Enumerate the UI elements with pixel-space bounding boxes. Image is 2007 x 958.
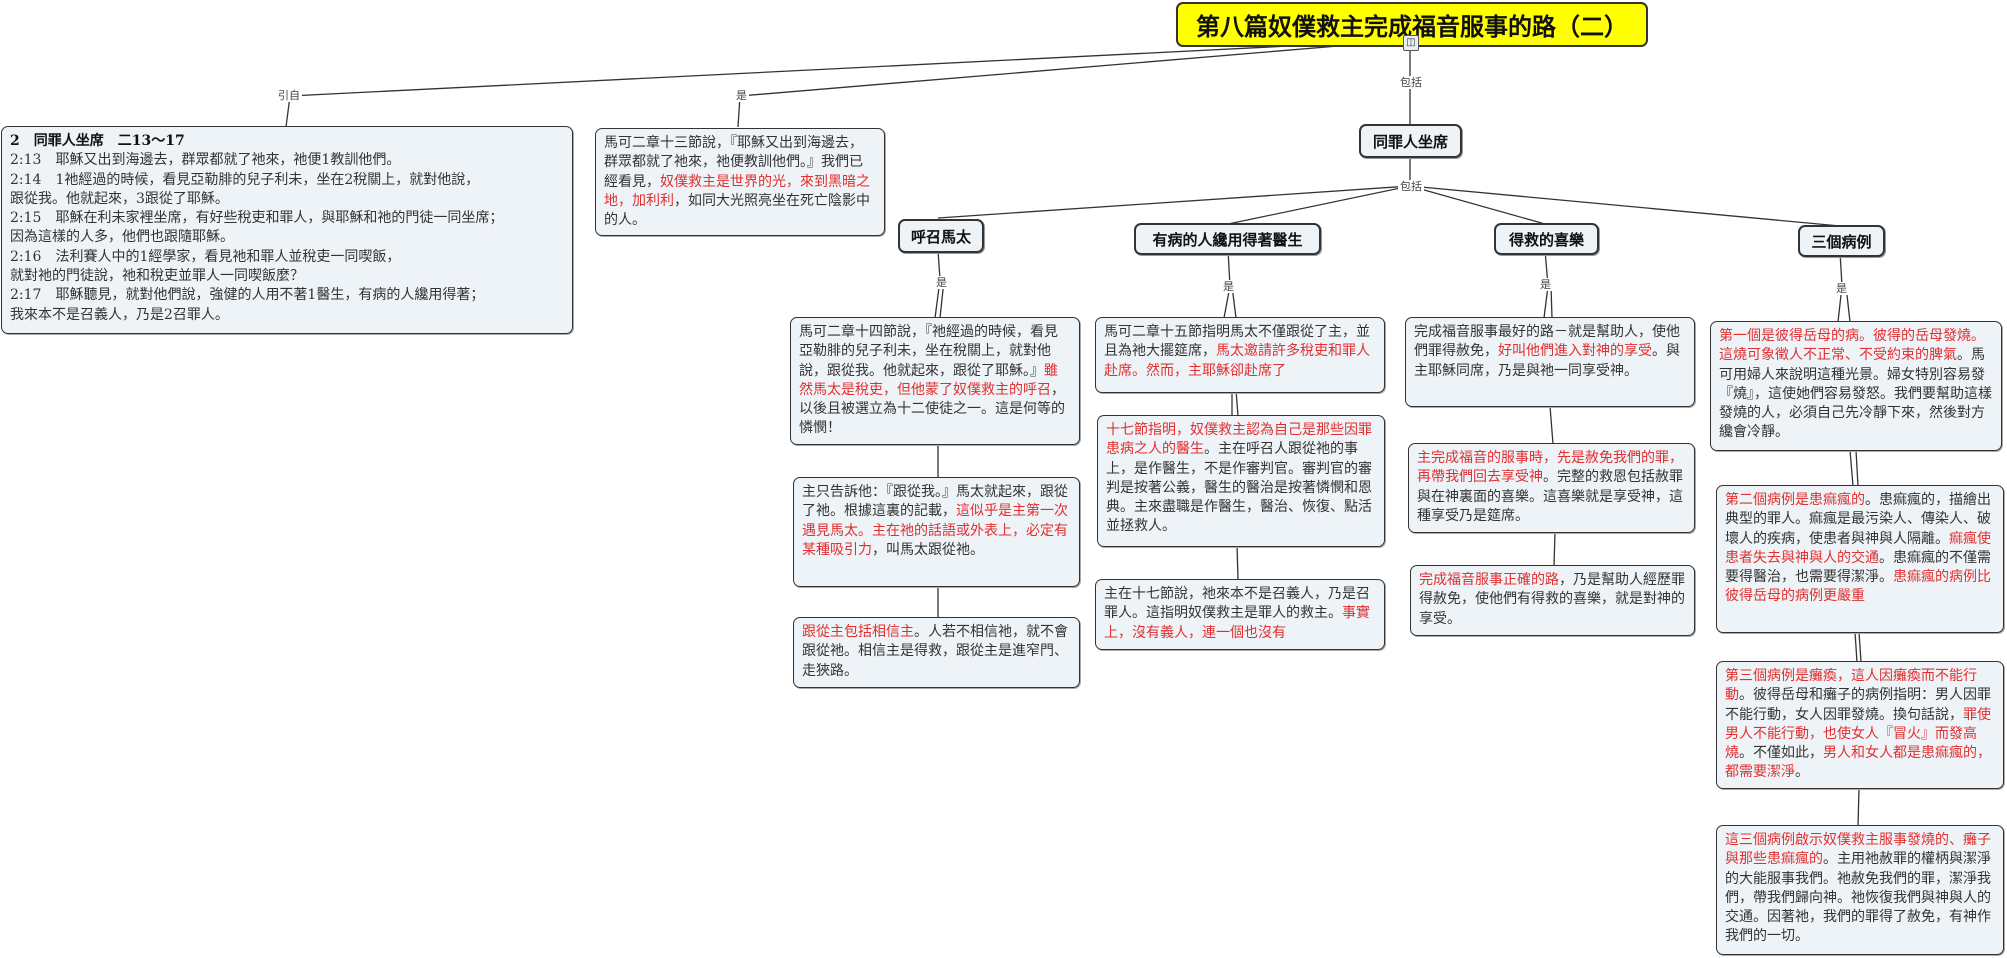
note-highlight: 十七節指明，奴僕救主認為自己是那些因罪患病之人的醫生 <box>1106 422 1372 458</box>
scripture-line: 因為這樣的人多，他們也跟隨耶穌。 <box>10 229 234 246</box>
label-includes-2: 包括 <box>1398 180 1424 193</box>
note-text: 。彼得岳母和癱子的病例指明：男人因罪不能行動，女人因罪發燒。換句話說， <box>1725 687 1991 723</box>
note-highlight: 罪使男人不能行動，也使女人『冒火』而發高燒 <box>1725 706 1991 762</box>
scripture-line: 跟從我。他就起來，3跟從了耶穌。 <box>10 190 229 207</box>
b-note-1[interactable]: 馬可二章十五節指明馬太不僅跟從了主，並且為祂大擺筵席，馬太邀請許多稅吏和罪人赴席… <box>1095 317 1385 393</box>
note-text: 。患痲瘋的，描繪出典型的罪人。痲瘋是最污染人、傳染人、破壞人的疾病，使患者與神與… <box>1725 492 1991 547</box>
edge-b-n2 <box>1231 389 1239 417</box>
note-text: 。患痲瘋的不僅需要得醫治，也需要得潔淨。 <box>1725 549 1991 586</box>
is-note[interactable]: 馬可二章十三節說，『耶穌又出到海邊去，群眾都就了祂來，祂便教訓他們。』我們已經看… <box>595 128 885 236</box>
note-highlight: 痲瘋使患者失去與神與人的交通 <box>1725 530 1991 566</box>
note-text: 。主在呼召人跟從祂的事上，是作醫生，不是作審判官。審判官的審判是按著公義，醫生的… <box>1106 441 1372 535</box>
topic-a[interactable]: 呼召馬太 <box>898 219 984 253</box>
note-highlight: 第三個病例是癱瘓，這人因癱瘓而不能行動 <box>1725 668 1977 704</box>
label-is-b: 是 <box>1221 280 1236 293</box>
a-note-2[interactable]: 主只告訴他：『跟從我。』馬太就起來，跟從了祂。根據這裏的記載，這似乎是主第一次遇… <box>793 477 1080 587</box>
note-text: 馬可二章十四節說，『祂經過的時候，看見亞勒腓的兒子利未，坐在稅關上，就對他說，跟… <box>799 324 1058 379</box>
d-note-1[interactable]: 第一個是彼得岳母的病。彼得的岳母發燒。這燒可象徵人不正常、不受約束的脾氣。馬可用… <box>1710 321 2002 451</box>
note-text: 主只告訴他：『跟從我。』馬太就起來，跟從了祂。根據這裏的記載， <box>802 484 1068 520</box>
note-text: 馬可二章十三節說，『耶穌又出到海邊去，群眾都就了祂來，祂便教訓他們。』我們已經看… <box>604 135 863 190</box>
edge-d-n4 <box>1857 787 1860 827</box>
label-includes: 包括 <box>1398 76 1424 89</box>
scripture-line: 2:15 耶穌在利未家裡坐席，有好些稅吏和罪人，與耶穌和祂的門徒一同坐席； <box>10 210 504 227</box>
label-is-d: 是 <box>1834 282 1849 295</box>
note-highlight: 奴僕救主是世界的光，來到黑暗之地，加利利 <box>604 173 870 209</box>
edge-main-a <box>937 150 1411 219</box>
note-highlight: 完成福音服事正確的路 <box>1419 572 1559 588</box>
scripture-line: 2:14 1祂經過的時候，看見亞勒腓的兒子利未，坐在2稅關上，就對他說， <box>10 171 480 188</box>
c-note-2[interactable]: 主完成福音的服事時，先是赦免我們的罪，再帶我們回去享受神。完整的救恩包括赦罪與在… <box>1408 443 1695 533</box>
scripture-line: 2:17 耶穌聽見，就對他們說，強健的人用不著1醫生，有病的人纔用得著； <box>10 287 485 304</box>
scripture-line: 2:16 法利賽人中的1經學家，看見祂和罪人並稅吏一同喫飯， <box>10 248 401 265</box>
scripture-line: 2:13 耶穌又出到海邊去，群眾都就了祂來，祂便1教訓他們。 <box>10 152 401 169</box>
edge-main-b <box>1227 185 1411 225</box>
d-note-4[interactable]: 這三個病例啟示奴僕救主服事發燒的、癱子與那些患痲瘋的。主用祂赦罪的權柄與潔淨的大… <box>1716 825 2004 955</box>
note-text: 。不僅如此， <box>1739 745 1823 762</box>
label-is-a: 是 <box>934 276 949 289</box>
note-text: ，乃是幫助人經歷罪得赦免，使他們有得救的喜樂，就是對神的享受。 <box>1419 572 1685 627</box>
note-highlight: 跟從主包括相信主 <box>802 624 914 640</box>
topic-d[interactable]: 三個病例 <box>1798 225 1885 257</box>
topic-b[interactable]: 有病的人纔用得著醫生 <box>1134 223 1321 255</box>
edge-c-n2 <box>1549 405 1554 445</box>
edge-d-n3 <box>1854 631 1862 663</box>
note-text: 。與主耶穌同席，乃是與祂一同享受神。 <box>1414 343 1680 379</box>
c-note-1[interactable]: 完成福音服事最好的路－就是幫助人，使他們罪得赦免，好叫他們進入對神的享受。與主耶… <box>1405 317 1695 407</box>
note-highlight: 馬太邀請許多稅吏和罪人赴席。然而，主耶穌卻赴席了 <box>1104 343 1370 379</box>
edge-main-c <box>1409 185 1546 225</box>
note-text: 完成福音服事最好的路－就是幫助人，使他們罪得赦免， <box>1414 324 1680 360</box>
note-text: 。人若不相信祂，就不會跟從祂。相信主是得救，跟從主是進窄門、走狹路。 <box>802 624 1068 679</box>
note-highlight: 第二個病例是患痲瘋的 <box>1725 492 1865 508</box>
note-text: ，如同大光照亮坐在死亡陰影中的人。 <box>604 192 870 229</box>
label-is: 是 <box>734 89 749 102</box>
a-note-1[interactable]: 馬可二章十四節說，『祂經過的時候，看見亞勒腓的兒子利未，坐在稅關上，就對他說，跟… <box>790 317 1080 445</box>
collapse-handle-icon[interactable]: ◫ <box>1403 35 1419 51</box>
label-quote: 引自 <box>276 89 302 102</box>
scripture-note[interactable]: 2 同罪人坐席 二13～17 2:13 耶穌又出到海邊去，群眾都就了祂來，祂便1… <box>1 126 573 334</box>
note-text: ，以後且被選立為十二使徒之一。這是何等的憐憫！ <box>799 381 1065 437</box>
d-note-3[interactable]: 第三個病例是癱瘓，這人因癱瘓而不能行動。彼得岳母和癱子的病例指明：男人因罪不能行… <box>1716 661 2004 789</box>
scripture-line: 我來本不是召義人，乃是2召罪人。 <box>10 306 229 323</box>
note-highlight: 事實上，沒有義人，連一個也沒有 <box>1104 605 1370 641</box>
topic-main[interactable]: 同罪人坐席 <box>1359 124 1462 158</box>
edge-root-quote <box>285 39 1411 128</box>
scripture-line: 就對祂的門徒說，祂和稅吏並罪人一同喫飯麼？ <box>10 268 304 285</box>
note-highlight: 第一個是彼得岳母的病。彼得的岳母發燒。這燒可象徵人不正常、不受約束的脾氣 <box>1719 328 1985 364</box>
note-text: ，叫馬太跟從祂。 <box>872 541 984 558</box>
note-text: 主在十七節說，祂來本不是召義人，乃是召罪人。這指明奴僕救主是罪人的救主。 <box>1104 586 1370 622</box>
note-highlight: 這三個病例啟示奴僕救主服事發燒的、癱子與那些患痲瘋的 <box>1725 832 1991 868</box>
note-text: 。完整的救恩包括赦罪與在神裏面的喜樂。這喜樂就是享受神，這種享受乃是筵席。 <box>1417 469 1683 524</box>
note-highlight: 這似乎是主第一次遇見馬太。主在祂的話語或外表上，必定有某種吸引力 <box>802 503 1068 558</box>
edge-main-d <box>1409 185 1841 227</box>
note-text: 馬可二章十五節指明馬太不僅跟從了主，並且為祂大擺筵席， <box>1104 324 1370 360</box>
c-note-3[interactable]: 完成福音服事正確的路，乃是幫助人經歷罪得赦免，使他們有得救的喜樂，就是對神的享受… <box>1410 565 1695 636</box>
note-highlight: 患痲瘋的病例比彼得岳母的病例更嚴重 <box>1725 569 1991 605</box>
b-note-3[interactable]: 主在十七節說，祂來本不是召義人，乃是召罪人。這指明奴僕救主是罪人的救主。事實上，… <box>1095 579 1385 650</box>
note-highlight: 主完成福音的服事時，先是赦免我們的罪，再帶我們回去享受神 <box>1417 450 1683 486</box>
note-highlight: 好叫他們進入對神的享受 <box>1498 343 1652 360</box>
edge-root-is <box>737 39 1411 128</box>
a-note-3[interactable]: 跟從主包括相信主。人若不相信祂，就不會跟從祂。相信主是得救，跟從主是進窄門、走狹… <box>793 617 1080 688</box>
note-text: 。馬可用婦人來說明這種光景。婦女特別容易發『燒』，這使她們容易發怒。我們要幫助這… <box>1719 347 1992 441</box>
note-highlight: 雖然馬太是稅吏，但他蒙了奴僕救主的呼召 <box>799 362 1058 398</box>
edge-d-n2 <box>1849 449 1859 487</box>
edge-b-n3 <box>1236 543 1239 581</box>
note-text: 。主用祂赦罪的權柄與潔淨的大能服事我們。祂赦免我們的罪，潔淨我們，帶我們歸向神。… <box>1725 851 1991 945</box>
edge-c-n3 <box>1553 531 1556 567</box>
note-highlight: 男人和女人都是患痲瘋的，都需要潔淨 <box>1725 745 1991 781</box>
topic-c[interactable]: 得救的喜樂 <box>1494 223 1599 255</box>
d-note-2[interactable]: 第二個病例是患痲瘋的。患痲瘋的，描繪出典型的罪人。痲瘋是最污染人、傳染人、破壞人… <box>1716 485 2004 633</box>
scripture-heading: 2 同罪人坐席 二13～17 <box>10 133 185 149</box>
note-text: 。 <box>1795 764 1809 781</box>
label-is-c: 是 <box>1538 278 1553 291</box>
b-note-2[interactable]: 十七節指明，奴僕救主認為自己是那些因罪患病之人的醫生。主在呼召人跟從祂的事上，是… <box>1097 415 1385 547</box>
